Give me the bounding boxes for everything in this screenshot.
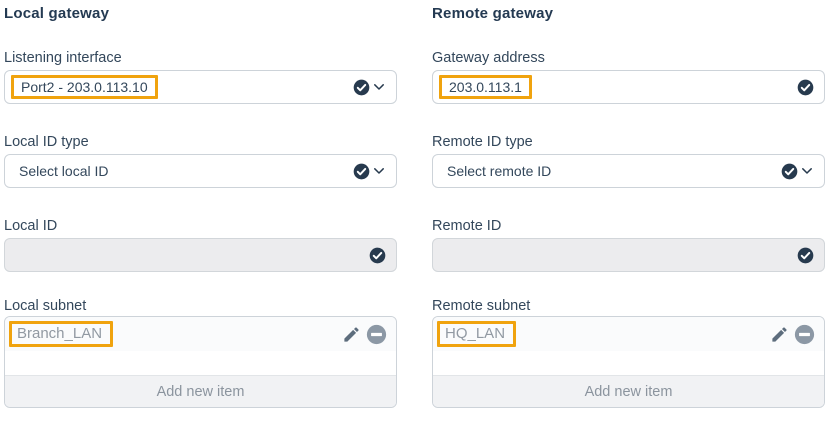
- minus-remove-icon[interactable]: [366, 324, 387, 345]
- gateway-address-value: 203.0.113.1: [439, 75, 532, 99]
- list-empty-space: [433, 351, 824, 375]
- chevron-down-icon[interactable]: [800, 164, 814, 178]
- remote-id-field: Remote ID: [432, 218, 825, 272]
- remote-subnet-item-value: HQ_LAN: [437, 321, 517, 347]
- remote-gateway-section: Remote gateway Gateway address 203.0.113…: [432, 5, 825, 438]
- valid-check-icon: [781, 163, 798, 179]
- control-icons: [369, 247, 386, 264]
- valid-check-icon: [797, 247, 814, 263]
- chevron-down-icon[interactable]: [372, 164, 386, 178]
- remote-subnet-field: Remote subnet HQ_LAN Add new item: [432, 298, 825, 408]
- local-id-label: Local ID: [4, 218, 58, 234]
- chevron-down-icon[interactable]: [372, 80, 386, 94]
- pencil-edit-icon[interactable]: [342, 325, 361, 344]
- local-id-type-field: Local ID type Select local ID: [4, 134, 397, 188]
- remote-id-type-field: Remote ID type Select remote ID: [432, 134, 825, 188]
- remote-id-type-select[interactable]: Select remote ID: [432, 154, 825, 188]
- local-subnet-field: Local subnet Branch_LAN Add new item: [4, 298, 397, 408]
- list-empty-space: [5, 351, 396, 375]
- valid-check-icon: [797, 79, 814, 95]
- remote-id-type-label: Remote ID type: [432, 134, 533, 150]
- local-id-field: Local ID: [4, 218, 397, 272]
- minus-remove-icon[interactable]: [794, 324, 815, 345]
- remote-subnet-listbox: HQ_LAN Add new item: [432, 316, 825, 408]
- listening-interface-select[interactable]: Port2 - 203.0.113.10: [4, 70, 397, 104]
- gateway-address-field: Gateway address 203.0.113.1: [432, 50, 825, 104]
- item-icons: [770, 324, 815, 345]
- local-subnet-listbox: Branch_LAN Add new item: [4, 316, 397, 408]
- valid-check-icon: [353, 163, 370, 179]
- remote-id-type-value: Select remote ID: [447, 163, 552, 179]
- local-id-type-value: Select local ID: [19, 163, 109, 179]
- valid-check-icon: [369, 247, 386, 263]
- control-icons: [353, 79, 386, 96]
- listening-interface-value: Port2 - 203.0.113.10: [11, 75, 158, 99]
- local-subnet-item-value: Branch_LAN: [9, 321, 114, 347]
- list-item: Branch_LAN: [5, 317, 396, 351]
- listening-interface-label: Listening interface: [4, 50, 122, 66]
- control-icons: [797, 79, 814, 96]
- local-gateway-heading: Local gateway: [4, 5, 110, 22]
- gateway-address-input[interactable]: 203.0.113.1: [432, 70, 825, 104]
- remote-subnet-label: Remote subnet: [432, 298, 531, 314]
- local-subnet-label: Local subnet: [4, 298, 87, 314]
- local-gateway-section: Local gateway Listening interface Port2 …: [4, 5, 397, 438]
- remote-id-label: Remote ID: [432, 218, 502, 234]
- pencil-edit-icon[interactable]: [770, 325, 789, 344]
- gateway-address-label: Gateway address: [432, 50, 545, 66]
- control-icons: [781, 163, 814, 180]
- local-id-type-label: Local ID type: [4, 134, 89, 150]
- listening-interface-field: Listening interface Port2 - 203.0.113.10: [4, 50, 397, 104]
- remote-gateway-heading: Remote gateway: [432, 5, 554, 22]
- remote-id-input: [432, 238, 825, 272]
- control-icons: [797, 247, 814, 264]
- list-item: HQ_LAN: [433, 317, 824, 351]
- local-id-type-select[interactable]: Select local ID: [4, 154, 397, 188]
- add-new-item-button[interactable]: Add new item: [5, 375, 396, 407]
- local-id-input: [4, 238, 397, 272]
- item-icons: [342, 324, 387, 345]
- control-icons: [353, 163, 386, 180]
- add-new-item-button[interactable]: Add new item: [433, 375, 824, 407]
- valid-check-icon: [353, 79, 370, 95]
